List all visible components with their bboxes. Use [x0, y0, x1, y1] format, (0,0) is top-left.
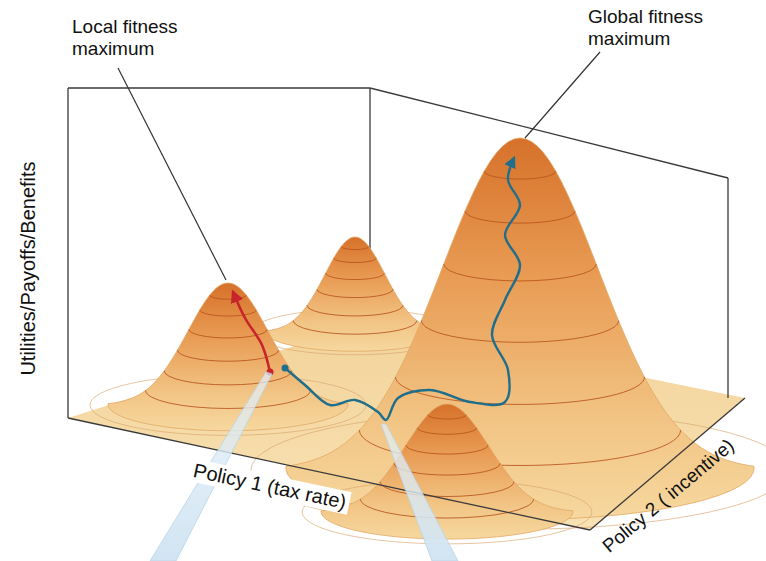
pointer-beams	[150, 372, 458, 561]
peak	[90, 283, 366, 435]
local-search-path	[233, 292, 270, 372]
peak	[302, 404, 592, 544]
axis-label: Utilities/Payoffs/Benefits	[17, 161, 40, 375]
peak-label: Global fitness maximum	[588, 6, 728, 50]
peaks	[90, 138, 766, 544]
global-search-path	[285, 158, 520, 420]
start-dot	[282, 365, 289, 372]
search-paths	[233, 158, 520, 420]
peak-label: Local fitness maximum	[72, 16, 202, 60]
leader-lines	[118, 52, 600, 280]
